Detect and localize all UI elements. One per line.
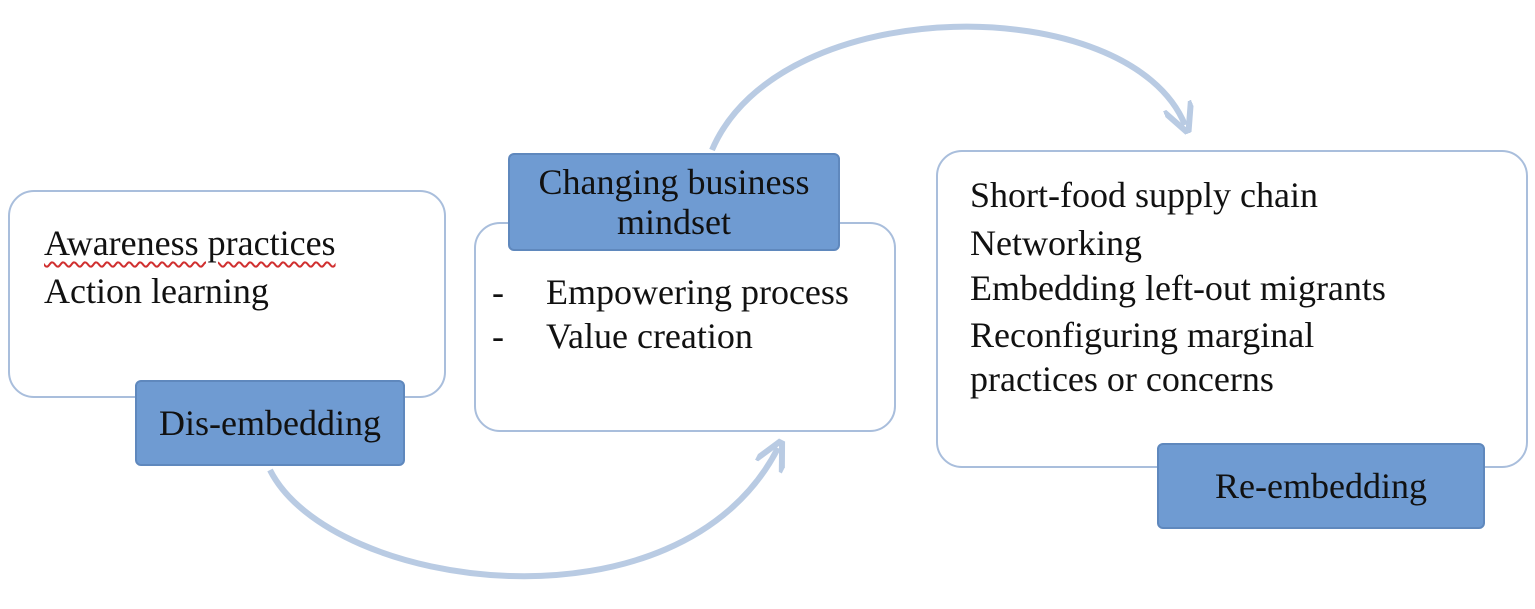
arrow-changing-to-re bbox=[709, 23, 1185, 152]
re-embedding-label: Re-embedding bbox=[1215, 466, 1427, 506]
dis-embedding-tag: Dis-embedding bbox=[135, 380, 405, 466]
item-value-creation: Value creation bbox=[546, 316, 753, 356]
item-reconfiguring-marginal: Reconfiguring marginal bbox=[970, 315, 1315, 355]
item-practices-or-concerns: practices or concerns bbox=[970, 359, 1274, 399]
re-embedding-box: Short-food supply chain Networking Embed… bbox=[936, 150, 1528, 468]
changing-mindset-tag: Changing business mindset bbox=[508, 153, 840, 251]
changing-mindset-box: - Empowering process - Value creation bbox=[474, 222, 896, 432]
bullet-dash: - bbox=[492, 272, 504, 312]
dis-embedding-box: Awareness practices Action learning bbox=[8, 190, 446, 398]
changing-mindset-label-line1: Changing business bbox=[538, 162, 810, 202]
item-awareness-practices: Awareness practices bbox=[44, 223, 336, 263]
item-empowering-process: Empowering process bbox=[546, 272, 849, 312]
dis-embedding-label: Dis-embedding bbox=[159, 403, 381, 443]
re-embedding-tag: Re-embedding bbox=[1157, 443, 1485, 529]
arrow-dis-to-changing bbox=[267, 448, 778, 580]
item-networking: Networking bbox=[970, 223, 1142, 263]
item-short-food-supply-chain: Short-food supply chain bbox=[970, 175, 1318, 215]
bullet-dash: - bbox=[492, 316, 504, 356]
changing-mindset-label-line2: mindset bbox=[617, 202, 731, 242]
item-embedding-left-out-migrants: Embedding left-out migrants bbox=[970, 268, 1386, 308]
item-action-learning: Action learning bbox=[44, 271, 269, 311]
